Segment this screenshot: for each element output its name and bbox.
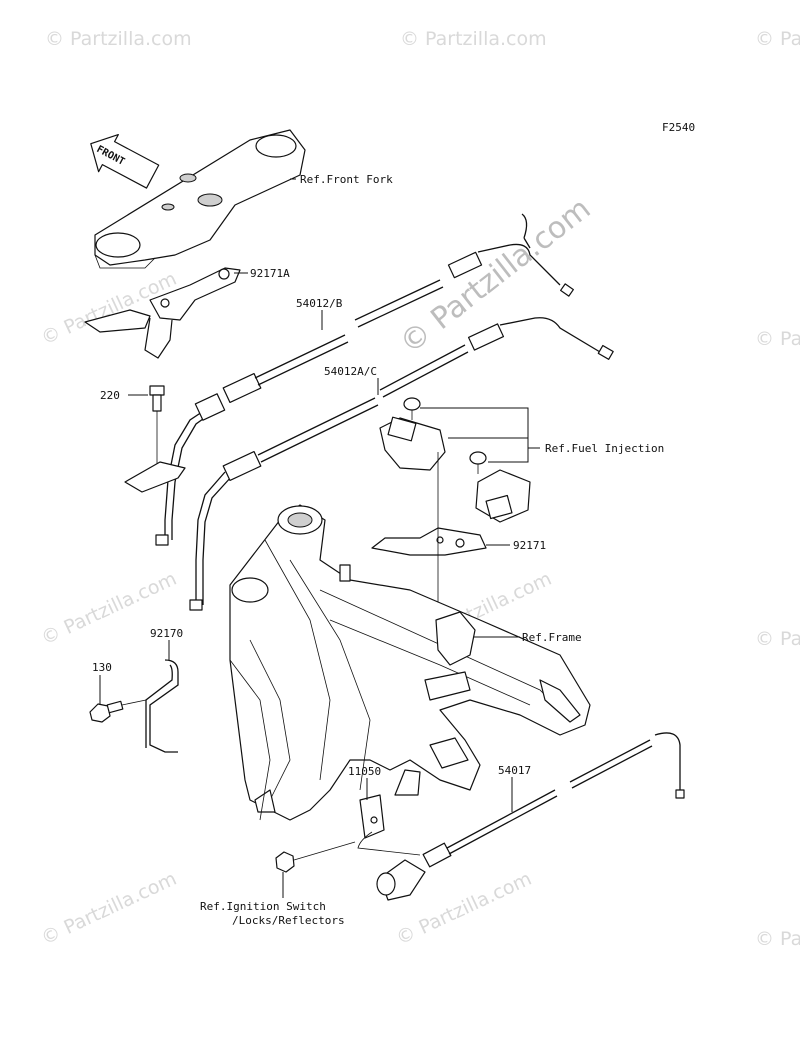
bolt-220 <box>124 385 186 493</box>
upper-fork-bracket <box>94 129 306 269</box>
fuel-injection-sensor-upper <box>379 397 446 471</box>
watermark: © Partzilla.com <box>755 628 800 650</box>
front-arrow-icon: FRONT <box>90 133 160 189</box>
label-ref-front-fork: Ref.Front Fork <box>300 173 393 186</box>
label-92170: 92170 <box>150 627 183 640</box>
label-130: 130 <box>92 661 112 674</box>
label-ref-ignition-line1: Ref.Ignition Switch <box>200 900 326 913</box>
throttle-cable-54012B <box>155 213 574 546</box>
throttle-cable-54012AC <box>189 317 614 611</box>
label-92171A: 92171A <box>250 267 290 280</box>
label-54017: 54017 <box>498 764 531 777</box>
fuel-injection-sensor-lower <box>469 451 531 523</box>
watermark: © Partzilla.com <box>38 868 180 950</box>
label-ref-ignition-line2: /Locks/Reflectors <box>232 914 345 927</box>
bolt-130 <box>89 699 147 723</box>
watermark: © Partzilla.com <box>400 28 547 50</box>
ignition-screw <box>275 841 356 873</box>
watermark: © Partzilla.com <box>45 28 192 50</box>
label-ref-fuel-injection: Ref.Fuel Injection <box>545 442 664 455</box>
clamp-92170 <box>145 659 179 753</box>
label-220: 220 <box>100 389 120 402</box>
watermark: © Partzilla.com <box>755 328 800 350</box>
figure-code: F2540 <box>662 121 695 134</box>
cable-guide-92171A <box>84 267 241 359</box>
choke-cable-54017 <box>376 732 685 901</box>
label-ref-frame: Ref.Frame <box>522 631 582 644</box>
label-54012AC: 54012A/C <box>324 365 377 378</box>
label-11050: 11050 <box>348 765 381 778</box>
frame <box>229 504 591 821</box>
bracket-11050 <box>357 794 421 856</box>
label-54012B: 54012/B <box>296 297 343 310</box>
watermark: © Partzilla.com <box>755 28 800 50</box>
watermark: © Partzilla.com <box>755 928 800 950</box>
label-92171: 92171 <box>513 539 546 552</box>
